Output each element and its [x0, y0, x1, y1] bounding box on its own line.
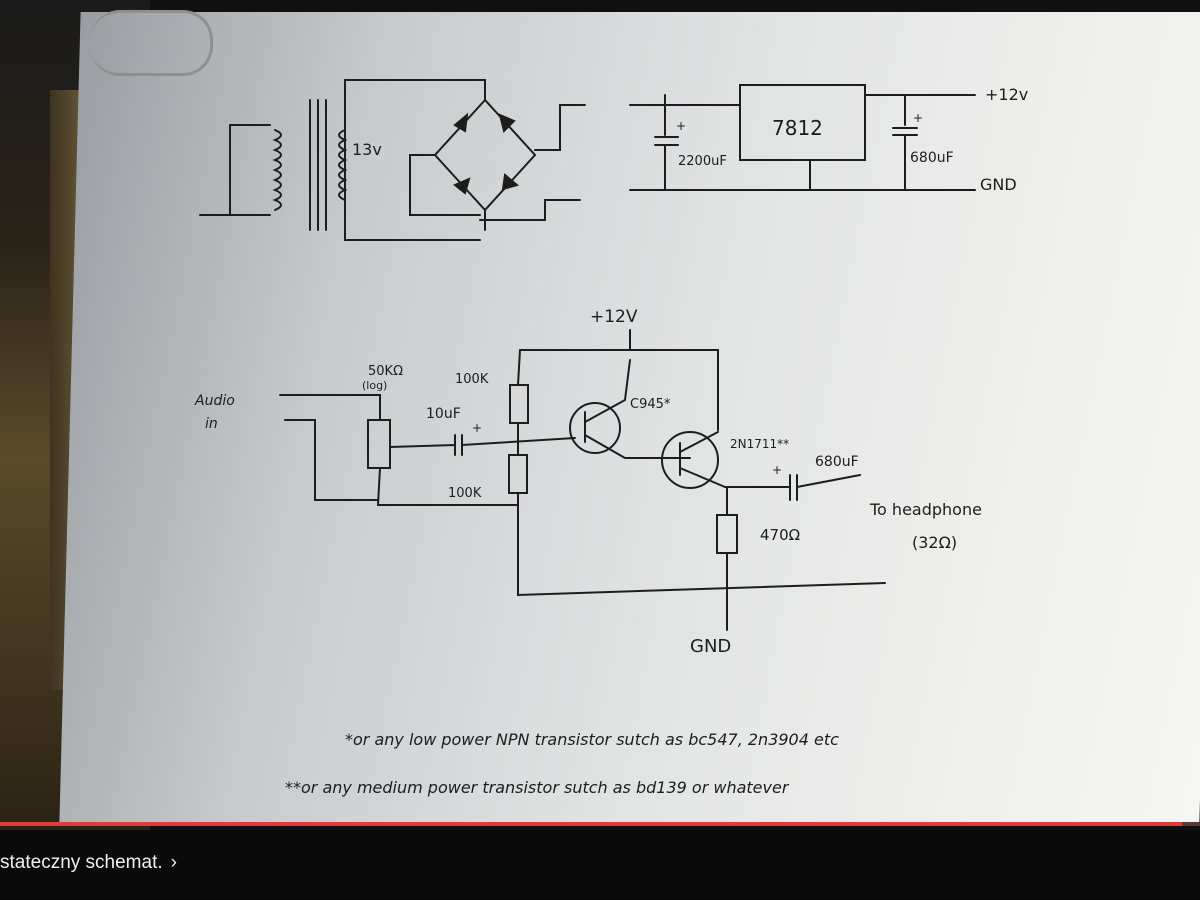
regulator-section	[629, 84, 976, 191]
audio-in-label-2: in	[205, 416, 218, 432]
cap-680-amp-label: 680uF	[815, 454, 859, 470]
cap-10uf-label: 10uF	[426, 406, 461, 422]
cap-2200-label: 2200uF	[678, 154, 727, 169]
psu-gnd-label: GND	[980, 175, 1017, 194]
pot-taper-label: (log)	[362, 379, 387, 392]
res-emitter-label: 470Ω	[760, 526, 800, 544]
video-caption-link[interactable]: stateczny schemat. ›	[0, 852, 177, 874]
bridge-rectifier	[344, 79, 586, 231]
regulator-label: 7812	[772, 116, 823, 140]
cap-680-psu-plus: +	[913, 111, 923, 125]
transformer-voltage-label: 13v	[352, 140, 382, 159]
q1-label: C945*	[630, 397, 671, 412]
amp-supply-label: +12V	[590, 307, 638, 327]
gnd-label: GND	[690, 636, 731, 657]
res-top-label: 100K	[455, 372, 489, 387]
q2-label: 2N1711**	[730, 437, 789, 451]
pot-value-label: 50KΩ	[368, 364, 403, 379]
cap-2200-plus: +	[676, 119, 686, 133]
note-transistor-2: **or any medium power transistor sutch a…	[285, 778, 790, 797]
schematic-labels: 13v 7812 2200uF + 680uF + +12v GND +12V …	[194, 85, 1028, 797]
caption-text: stateczny schemat.	[0, 852, 163, 873]
amplifier-circuit	[279, 329, 886, 631]
cap-680-amp-plus: +	[772, 463, 782, 477]
psu-plus-12v-label: +12v	[985, 85, 1028, 104]
headphone-impedance-label: (32Ω)	[912, 533, 957, 552]
paper-clip	[90, 10, 213, 76]
transformer	[199, 79, 481, 241]
video-progress-fill	[0, 822, 1182, 826]
note-transistor-1: *or any low power NPN transistor sutch a…	[345, 730, 839, 749]
video-caption-bar	[0, 830, 1200, 900]
chevron-right-icon: ›	[170, 852, 177, 873]
audio-in-label-1: Audio	[194, 393, 235, 409]
cap-680-psu-label: 680uF	[910, 150, 954, 166]
cap-10uf-plus: +	[472, 421, 482, 435]
res-bottom-label: 100K	[448, 486, 482, 501]
headphone-label: To headphone	[869, 500, 982, 519]
